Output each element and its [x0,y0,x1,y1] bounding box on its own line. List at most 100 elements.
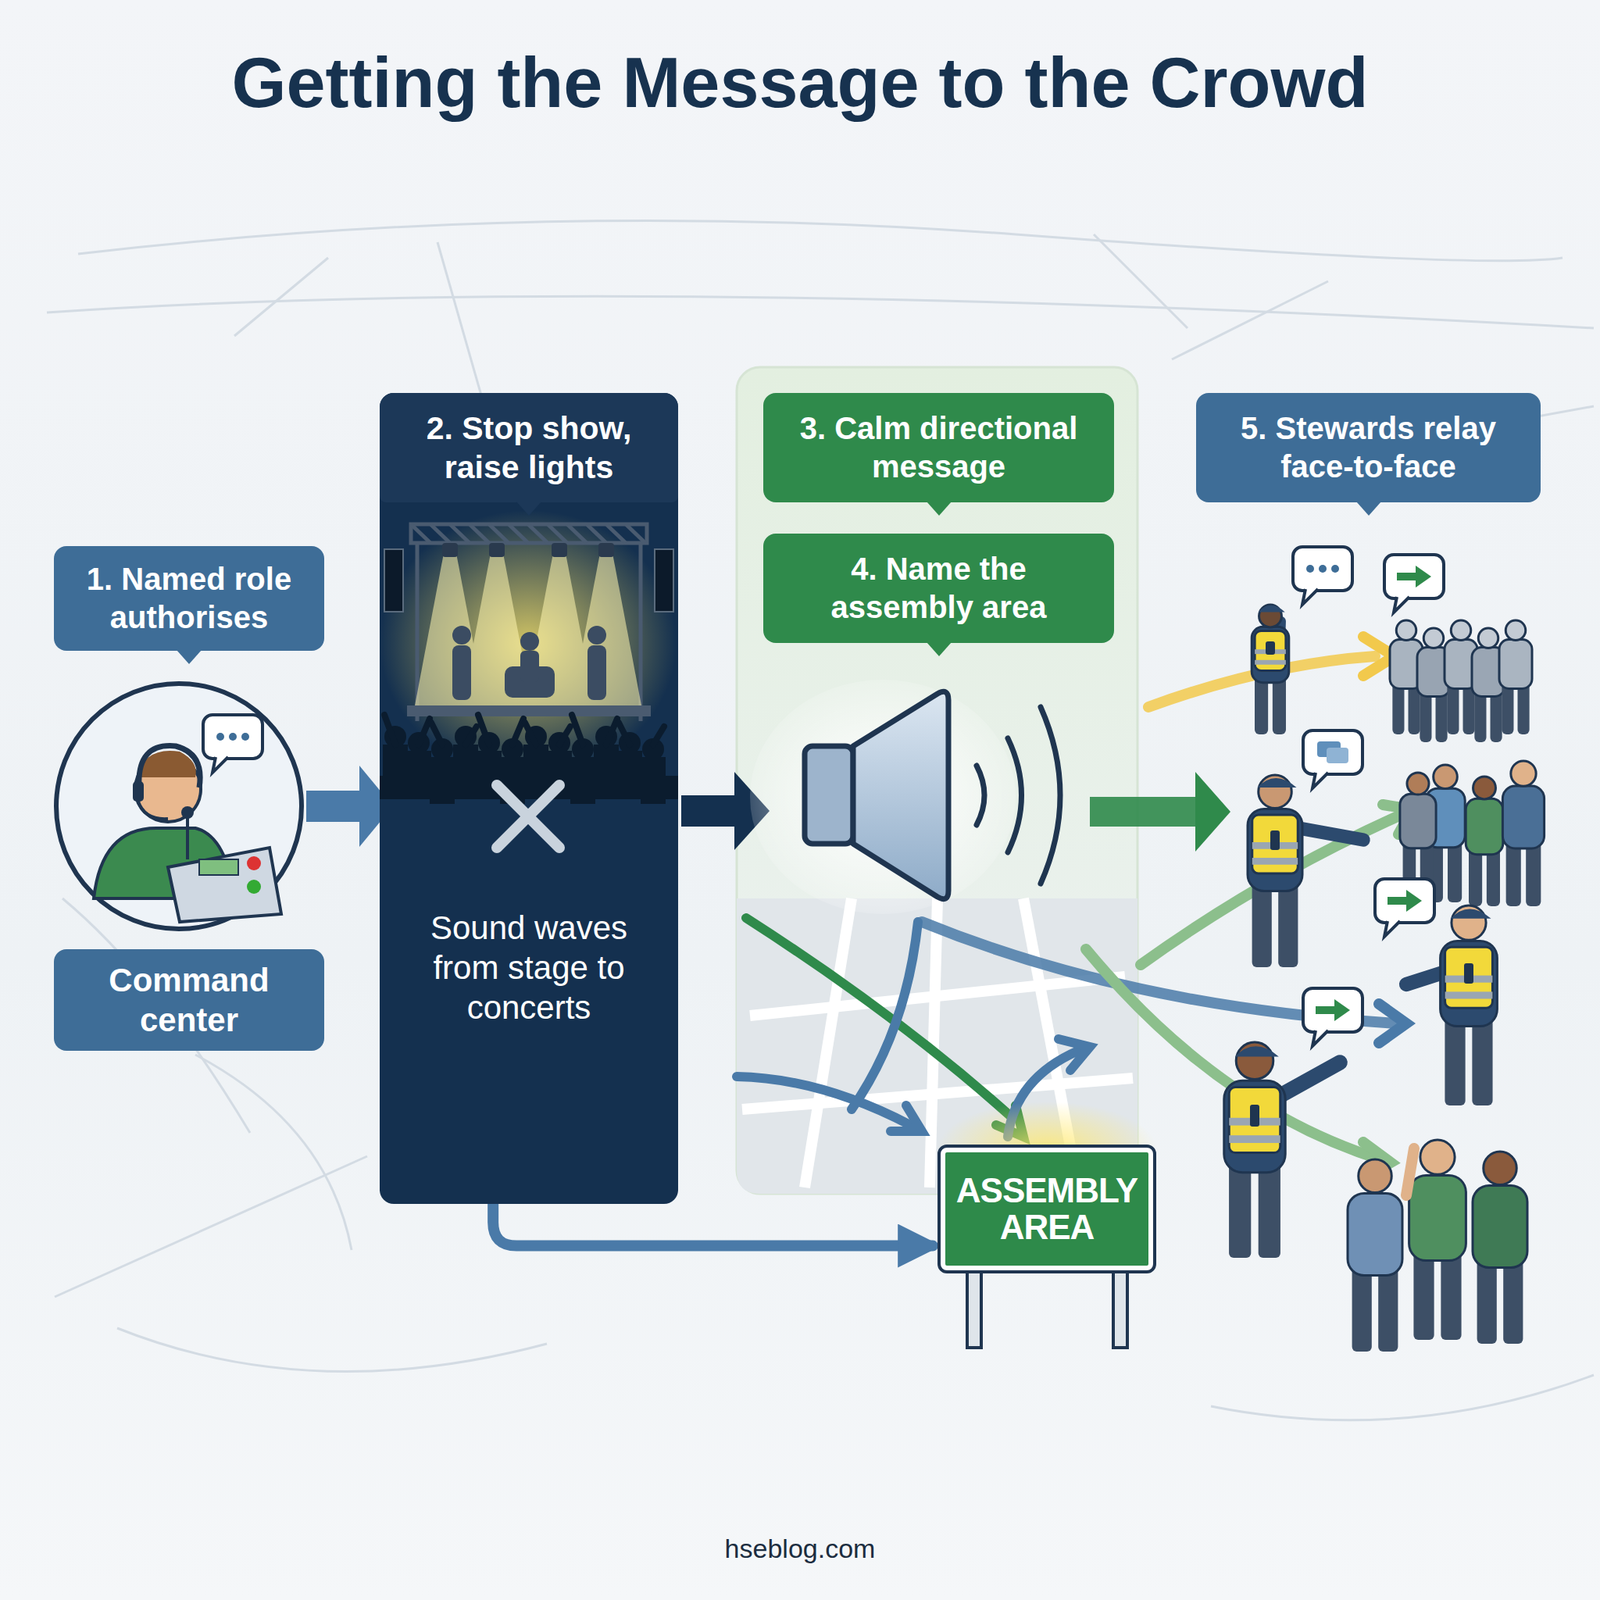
speech-bubble [1406,889,1422,912]
route-arrows [736,1076,911,1125]
stage-illustration [508,524,529,543]
person-figure [1247,809,1303,892]
map-lines [1093,234,1188,329]
assembly-sign: ASSEMBLY AREA [940,1147,1154,1271]
command-center-icon [56,683,302,929]
flow-arrow [1089,796,1200,827]
person-figure [1444,1014,1465,1106]
stage-illustration [571,553,642,706]
speech-bubble [1393,596,1410,613]
diagram-title: Getting the Message to the Crowd [0,40,1600,127]
speech-bubble [1375,878,1435,923]
steward-figure [1257,778,1297,788]
speech-bubble [1326,747,1349,764]
person-figure [1499,620,1533,735]
speech-bubble [1302,589,1318,605]
speech-bubble [1292,546,1353,605]
watermark: hseblog.com [0,1532,1600,1565]
speech-bubble [1312,772,1329,789]
steward-figure [1406,905,1497,1106]
stage-illustration [512,718,524,745]
person-figure [1477,1256,1497,1345]
step-box: 3. Calm directional message [763,392,1115,503]
command-center-icon [199,859,239,875]
person-figure [1483,1151,1518,1186]
stage-illustration [586,524,607,543]
speaker-icon [976,707,1061,884]
sign-posts [1113,1265,1128,1348]
command-center-icon [138,801,168,819]
callout-tail [1356,501,1382,516]
person-figure [1440,940,1498,1026]
stage-illustration [547,524,568,543]
command-center-icon [185,816,190,860]
steward-figure [1270,830,1280,850]
map-lines [1171,281,1329,360]
node-label: 1. Named role authorises [67,560,311,637]
steward-figure [1445,946,1493,1008]
command-center-icon [246,856,261,871]
green-panel [736,367,1138,1194]
speech-bubble [1318,564,1327,573]
person-figure [1251,626,1290,683]
stage-illustration [551,542,568,558]
green-panel [736,367,1138,1194]
person-figure [1465,798,1504,854]
person-figure [1423,628,1444,649]
person-figure [1358,1159,1393,1193]
person-figure [1347,1159,1403,1352]
speech-bubble [216,732,225,741]
speaker-icon [976,765,985,825]
person-figure [1472,1151,1528,1344]
steward-figure [1464,963,1474,984]
speech-bubble [1415,565,1432,588]
command-center-icon [56,683,302,929]
callout-tail [176,650,202,665]
person-figure [1247,775,1303,968]
flow-connector [492,1203,933,1247]
command-label: Command center [53,949,325,1051]
speech-bubble [1306,564,1315,573]
stage-illustration [379,714,679,804]
stage-illustration [571,714,583,745]
stage-illustration [489,524,509,543]
speaker-icon [804,746,854,844]
stage-illustration [496,785,560,848]
stage-illustration [410,524,431,543]
callout-tail [926,501,952,516]
person-figure [1499,639,1533,690]
flow-arrow [306,790,361,822]
steward-figure [1265,641,1275,655]
node-label: 3. Calm directional message [777,409,1100,486]
person-figure [1347,1193,1403,1276]
stage-illustration [407,705,651,717]
stage-illustration [452,625,472,645]
steward-figure [1247,775,1364,968]
person-figure [1224,1080,1286,1173]
speech-bubble [1384,554,1444,613]
stage-illustration [410,524,647,722]
person-figure [1472,1185,1528,1268]
map-lines [46,220,1594,1420]
role-box: 1. Named role authorises [53,546,325,651]
stage-illustration [430,524,450,543]
stage-illustration [559,726,571,745]
steward-figure [1235,1046,1279,1057]
speaker-icon [1007,738,1022,853]
steward-figure [1228,1135,1281,1143]
node-label: ASSEMBLY AREA [951,1172,1143,1245]
step-box: 4. Name the assembly area [763,533,1115,643]
stage-illustration [431,722,443,745]
command-center-icon [132,781,144,802]
stage-illustration [414,553,642,706]
speaker-icon [853,691,949,899]
steward-figure [1251,604,1290,735]
steward-figure [1224,1042,1340,1258]
stage-illustration [384,714,396,745]
steward-figure [1254,660,1286,665]
speech-bubble [1384,554,1444,599]
stage-illustration [410,524,647,543]
speech-bubble [1303,730,1363,775]
steward-figure [1228,1087,1281,1154]
